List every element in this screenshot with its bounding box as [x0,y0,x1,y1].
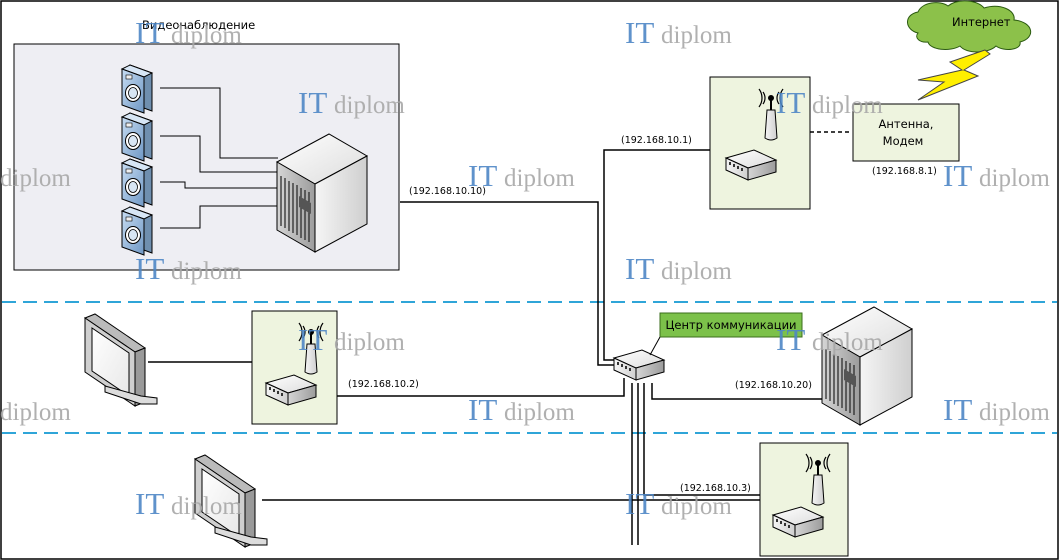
svg-text:diplom: diplom [334,92,405,119]
watermark: IT diplom [776,322,883,357]
camera-icon [121,112,153,162]
svg-text:IT: IT [298,322,327,357]
svg-text:diplom: diplom [504,165,575,192]
svg-text:diplom: diplom [661,258,732,285]
watermark: IT diplom [298,85,405,120]
watermark-layer: IT diplom IT diplom IT diplom IT diplom dipl… [0,15,1050,521]
camera-icon [121,64,153,114]
bottom-ap-box [759,442,849,557]
watermark: diplom [0,165,71,192]
svg-text:IT: IT [625,251,654,286]
top-ap-box [709,76,811,210]
svg-text:diplom: diplom [0,399,71,426]
svg-text:diplom: diplom [504,399,575,426]
svg-text:diplom: diplom [171,258,242,285]
internet-label: Интернет [952,15,1011,29]
hub-label-box [659,312,803,338]
antenna-label-line1: Антенна, [879,117,934,131]
svg-text:IT: IT [776,85,805,120]
watermark: diplom [0,399,71,426]
watermark: IT diplom [943,158,1050,193]
svg-text:diplom: diplom [979,165,1050,192]
svg-text:IT: IT [943,158,972,193]
svg-text:IT: IT [468,158,497,193]
lightning-icon [917,49,991,101]
svg-text:IT: IT [943,392,972,427]
watermark: IT diplom [625,15,732,50]
ip-main-server: (192.168.10.20) [735,380,812,391]
ip-modem: (192.168.8.1) [872,166,937,177]
svg-text:diplom: diplom [334,329,405,356]
ip-middle-ap: (192.168.10.2) [348,379,419,390]
svg-text:diplom: diplom [171,493,242,520]
watermark: IT diplom [625,486,732,521]
svg-text:diplom: diplom [979,399,1050,426]
camera-icon [121,158,153,208]
svg-text:IT: IT [625,486,654,521]
svg-text:diplom: diplom [812,329,883,356]
svg-text:diplom: diplom [0,165,71,192]
watermark: IT diplom [468,158,575,193]
antenna-label-line2: Модем [883,134,924,148]
svg-text:IT: IT [776,322,805,357]
watermark: IT diplom [776,85,883,120]
watermark: IT diplom [468,392,575,427]
antenna-modem-box [852,103,960,162]
camera-cables [160,87,278,229]
cloud-icon [907,0,1031,53]
middle-ap-box [251,310,338,425]
svg-text:IT: IT [468,392,497,427]
svg-text:diplom: diplom [661,22,732,49]
cctv-title: Видеонаблюдение [142,18,255,32]
svg-text:diplom: diplom [812,92,883,119]
hub-label-pointer [649,336,661,356]
svg-text:diplom: diplom [171,22,242,49]
svg-text:IT: IT [135,486,164,521]
watermark: IT diplom [943,392,1050,427]
watermark: IT diplom [625,251,732,286]
watermark: IT diplom [135,486,242,521]
svg-text:IT: IT [135,251,164,286]
svg-text:IT: IT [135,15,164,50]
camera-icon [121,206,153,256]
ip-bottom-ap: (192.168.10.3) [680,483,751,494]
ip-top-ap: (192.168.10.1) [621,135,692,146]
hub-label: Центр коммуникации [665,318,796,332]
watermark: IT diplom [298,322,405,357]
svg-text:diplom: diplom [661,493,732,520]
watermark: IT diplom [135,251,242,286]
svg-text:IT: IT [625,15,654,50]
svg-text:IT: IT [298,85,327,120]
ip-cctv-server: (192.168.10.10) [409,186,486,197]
watermark: IT diplom [135,15,242,50]
